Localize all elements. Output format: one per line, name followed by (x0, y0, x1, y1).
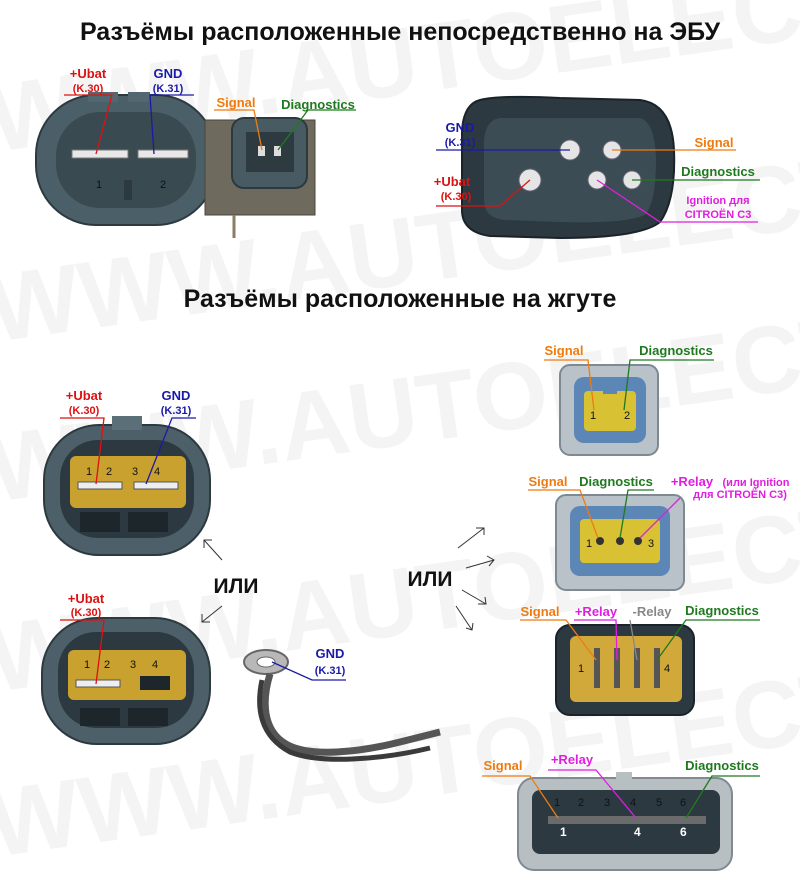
relay-label: +Relay (671, 474, 714, 489)
ubat-code: (K.30) (69, 405, 100, 417)
ubat-code: (K.30) (71, 607, 102, 619)
ignition-label: Ignition для (686, 195, 749, 207)
harness-connector-4pin: 1 4 (555, 624, 695, 716)
harness-connector-upper-left: 1 2 3 4 (43, 416, 211, 556)
pin-number: 3 (130, 659, 136, 671)
gnd-label: GND (316, 646, 345, 661)
pin-number: 1 (586, 538, 592, 550)
pin-number: 1 (590, 410, 596, 422)
harness-connector-3pin: 1 3 (555, 494, 685, 591)
diagnostics-label: Diagnostics (579, 474, 653, 489)
diagnostics-label: Diagnostics (685, 603, 759, 618)
harness-connector-lower-left: 1 2 3 4 (41, 617, 211, 745)
diagnostics-label: Diagnostics (685, 758, 759, 773)
ground-ring-terminal (243, 649, 441, 762)
signal-label: Signal (520, 604, 559, 619)
signal-label: Signal (528, 474, 567, 489)
ubat-code: (K.30) (441, 191, 472, 203)
harness-connector-2pin: 1 2 (559, 364, 659, 456)
or-arrows-right (455, 527, 495, 631)
ubat-code: (K.30) (73, 83, 104, 95)
or-label-left: ИЛИ (214, 575, 259, 598)
relay-label: +Relay (575, 604, 618, 619)
ubat-label: +Ubat (434, 174, 471, 189)
pin-number: 2 (104, 659, 110, 671)
ecu-connector-right (461, 95, 676, 240)
gnd-code: (K.31) (161, 405, 192, 417)
pin-number: 2 (578, 797, 584, 809)
diagnostics-label: Diagnostics (681, 164, 755, 179)
pin-number: 4 (630, 797, 636, 809)
pin-number: 6 (680, 825, 687, 839)
pin-number: 2 (160, 179, 166, 191)
gnd-code: (K.31) (153, 83, 184, 95)
pin-number: 2 (106, 466, 112, 478)
gnd-label: GND (446, 120, 475, 135)
relay-label: +Relay (551, 752, 594, 767)
or-label-right: ИЛИ (408, 568, 453, 591)
pin-number: 1 (578, 663, 584, 675)
ecu-connector-left: 1 2 (35, 92, 316, 238)
pin-number: 1 (86, 466, 92, 478)
pin-number: 1 (560, 825, 567, 839)
pin-number: 3 (132, 466, 138, 478)
pin-number: 4 (152, 659, 158, 671)
pin-number: 5 (656, 797, 662, 809)
signal-label: Signal (216, 95, 255, 110)
pin-number: 6 (680, 797, 686, 809)
pin-number: 3 (604, 797, 610, 809)
relay-alt-citroen-label: для CITROËN C3) (693, 488, 787, 501)
pin-number: 1 (96, 179, 102, 191)
pin-number: 1 (84, 659, 90, 671)
pin-number: 4 (634, 825, 641, 839)
diagnostics-label: Diagnostics (639, 343, 713, 358)
title-harness-connectors: Разъёмы расположенные на жгуте (184, 285, 617, 313)
pin-number: 3 (648, 538, 654, 550)
gnd-code: (K.31) (445, 137, 476, 149)
ubat-label: +Ubat (68, 591, 105, 606)
pin-number: 4 (664, 663, 670, 675)
title-ecu-connectors: Разъёмы расположенные непосредственно на… (80, 18, 721, 46)
gnd-code: (K.31) (315, 665, 346, 677)
pin-number: 4 (154, 466, 160, 478)
diagnostics-label: Diagnostics (281, 97, 355, 112)
ubat-label: +Ubat (70, 66, 107, 81)
signal-label: Signal (544, 343, 583, 358)
pin-number: 2 (624, 410, 630, 422)
pin-number: 1 (554, 797, 560, 809)
minus-relay-label: -Relay (632, 604, 672, 619)
ignition-citroen-label: CITROËN C3 (685, 208, 752, 221)
ubat-label: +Ubat (66, 388, 103, 403)
harness-connector-6pin: 1 2 3 4 5 6 1 4 6 (517, 772, 733, 871)
signal-label: Signal (694, 135, 733, 150)
signal-label: Signal (483, 758, 522, 773)
gnd-label: GND (162, 388, 191, 403)
gnd-label: GND (154, 66, 183, 81)
relay-alt-label: (или Ignition (723, 477, 790, 489)
